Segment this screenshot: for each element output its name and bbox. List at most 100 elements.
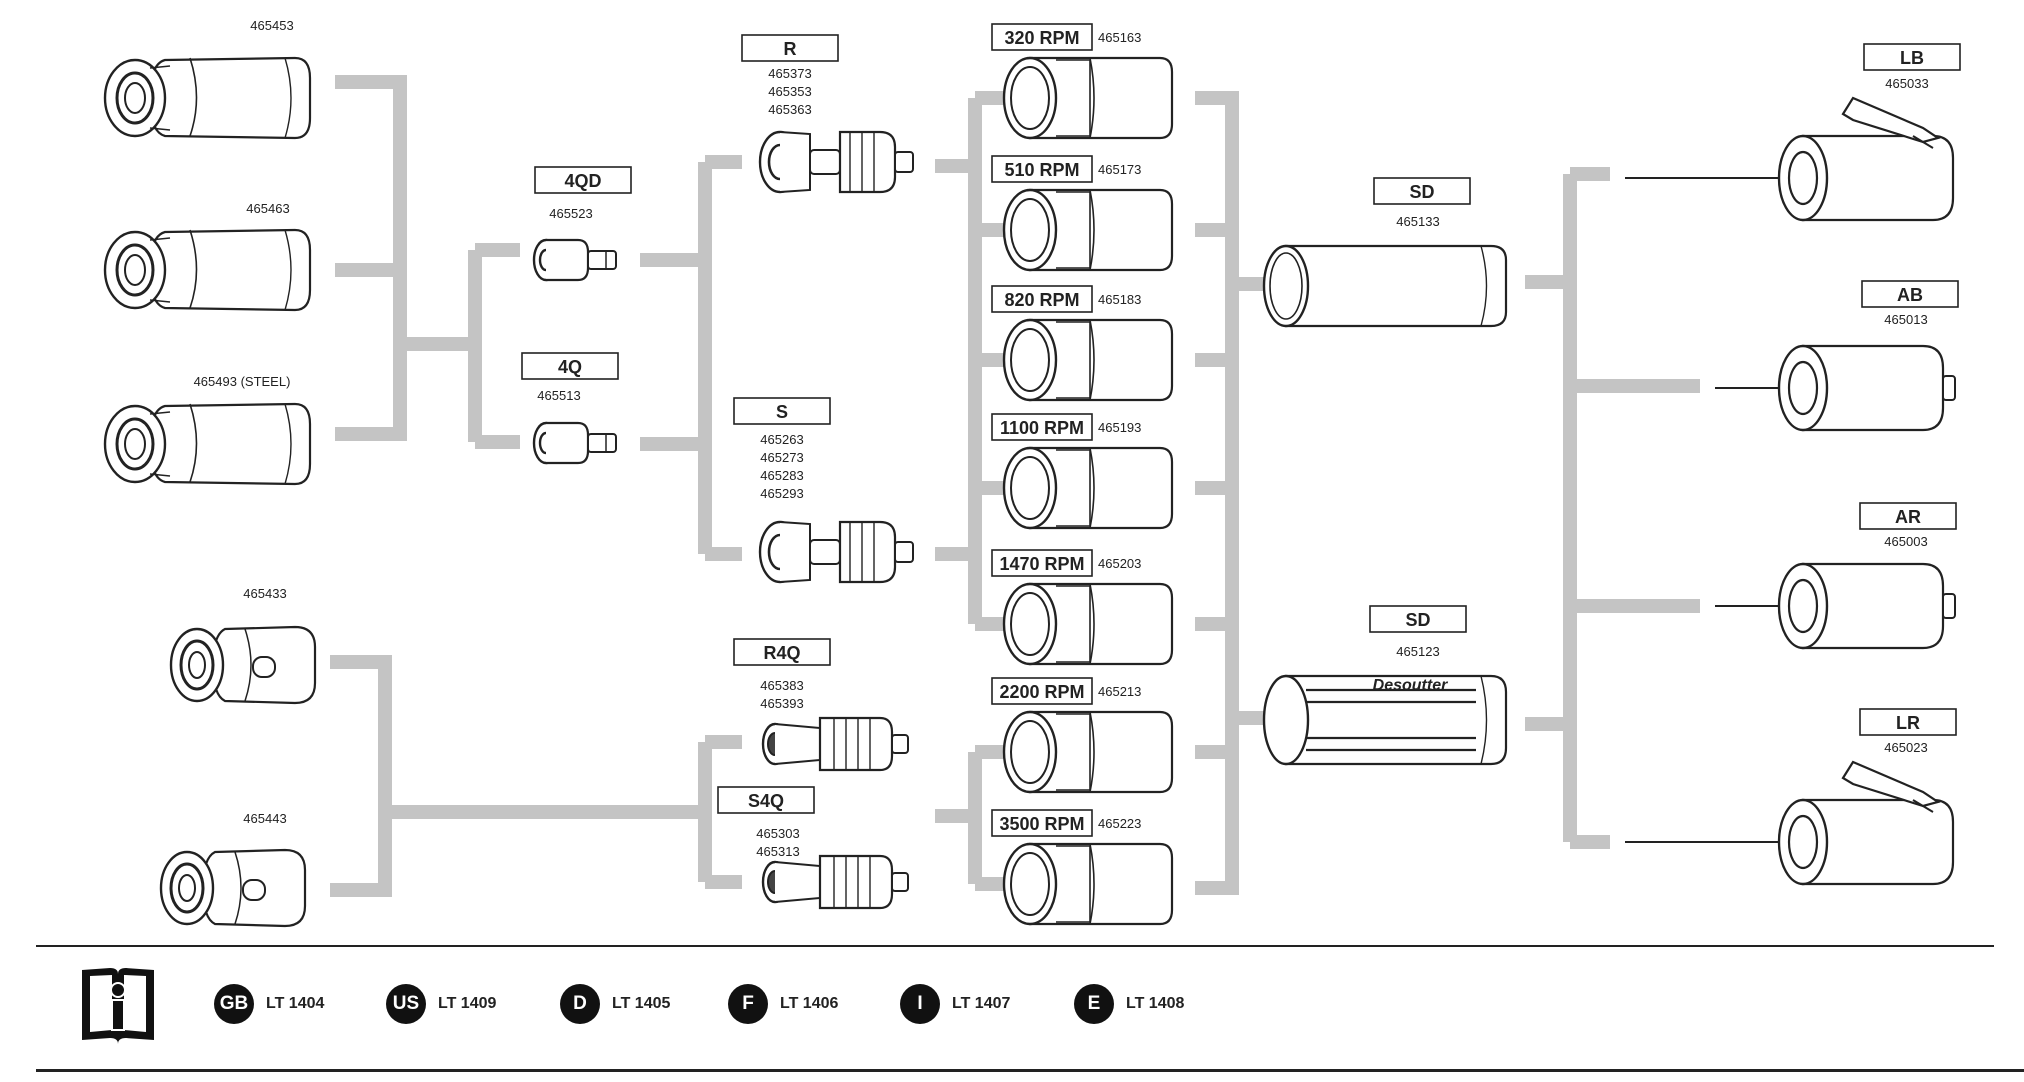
- nose-cap-465493: [103, 402, 312, 486]
- motor-label-box: [991, 809, 1093, 837]
- language-manual-gb: GB LT 1404: [214, 984, 324, 1024]
- clutch-s: [758, 520, 915, 584]
- motor-part-number: 465163: [1098, 30, 1141, 45]
- language-manual-i: I LT 1407: [900, 984, 1010, 1024]
- adapter-part-number: 465523: [549, 206, 592, 221]
- nose-cap-part-number: 465463: [246, 201, 289, 216]
- motor-speed-label: 1470 RPM: [999, 554, 1084, 574]
- manual-book-info-icon: [82, 968, 154, 1044]
- language-code-badge: F: [728, 984, 768, 1024]
- motor-speed-label: 820 RPM: [1004, 290, 1079, 310]
- manual-document-number: LT 1405: [612, 995, 671, 1012]
- top-divider-line: [36, 945, 1994, 947]
- clutch-label-box: [717, 786, 815, 814]
- language-manual-f: F LT 1406: [728, 984, 838, 1024]
- motor-465163: [1002, 56, 1174, 140]
- motor-part-number: 465193: [1098, 420, 1141, 435]
- motor-label-box: [991, 413, 1093, 441]
- handle-label: AB: [1897, 285, 1923, 305]
- clutch-part-number: 465303: [756, 826, 799, 841]
- clutch-label: S: [776, 402, 788, 422]
- adapter-label-box: [521, 352, 619, 380]
- clutch-label-box: [741, 34, 839, 62]
- adapter-4qd: [532, 238, 618, 282]
- clutch-part-number: 465283: [760, 468, 803, 483]
- housing-part-number: 465123: [1396, 644, 1439, 659]
- handle-part-number: 465033: [1885, 76, 1928, 91]
- clutch-part-number: 465393: [760, 696, 803, 711]
- clutch-s4q: [761, 854, 910, 910]
- handle-lr: [1777, 760, 1955, 886]
- motor-465213: [1002, 710, 1174, 794]
- motor-465193: [1002, 446, 1174, 530]
- manual-document-number: LT 1404: [266, 995, 325, 1012]
- handle-label: AR: [1895, 507, 1921, 527]
- nose-cap-part-number: 465493 (STEEL): [194, 374, 291, 389]
- nose-cap-part-number: 465443: [243, 811, 286, 826]
- handle-lb: [1777, 96, 1955, 222]
- part-labels: 465453 465463 465493 (STEEL) 465433 465443 4Q…: [194, 18, 1961, 859]
- motor-label-box: [991, 285, 1093, 313]
- motor-465223: [1002, 842, 1174, 926]
- language-code-badge: I: [900, 984, 940, 1024]
- clutch-part-number: 465363: [768, 102, 811, 117]
- motor-465183: [1002, 318, 1174, 402]
- motor-part-number: 465203: [1098, 556, 1141, 571]
- language-manual-d: D LT 1405: [560, 984, 670, 1024]
- language-code-badge: D: [560, 984, 600, 1024]
- clutch-label: R: [784, 39, 797, 59]
- adapter-label: 4QD: [564, 171, 601, 191]
- clutch-part-number: 465313: [756, 844, 799, 859]
- nose-cap-465443: [159, 848, 307, 928]
- handle-label: LR: [1896, 713, 1920, 733]
- motor-label-box: [991, 549, 1093, 577]
- clutch-part-number: 465263: [760, 432, 803, 447]
- motor-part-number: 465183: [1098, 292, 1141, 307]
- motor-label-box: [991, 23, 1093, 51]
- adapter-label-box: [534, 166, 632, 194]
- motor-part-number: 465173: [1098, 162, 1141, 177]
- clutch-part-number: 465273: [760, 450, 803, 465]
- motor-label-box: [991, 677, 1093, 705]
- housing-label-box: [1373, 177, 1471, 205]
- manual-document-number: LT 1406: [780, 995, 839, 1012]
- handle-label-box: [1861, 280, 1959, 308]
- bottom-divider-line: [36, 1069, 2024, 1072]
- housing-label: SD: [1405, 610, 1430, 630]
- housing-label-box: [1369, 605, 1467, 633]
- language-code-badge: GB: [214, 984, 254, 1024]
- housing-brand-mark: Desoutter: [1373, 677, 1448, 694]
- adapter-part-number: 465513: [537, 388, 580, 403]
- clutch-part-number: 465383: [760, 678, 803, 693]
- clutch-part-number: 465353: [768, 84, 811, 99]
- handle-label-box: [1863, 43, 1961, 71]
- nose-cap-465433: [169, 625, 317, 705]
- clutch-part-number: 465293: [760, 486, 803, 501]
- manual-document-number: LT 1407: [952, 995, 1011, 1012]
- handle-label: LB: [1900, 48, 1924, 68]
- clutch-label-box: [733, 638, 831, 666]
- clutch-label-box: [733, 397, 831, 425]
- adapter-4q: [532, 421, 618, 465]
- motor-speed-label: 1100 RPM: [1000, 418, 1084, 438]
- motor-part-number: 465223: [1098, 816, 1141, 831]
- nose-cap-465453: [103, 56, 312, 140]
- handle-ar: [1777, 562, 1957, 650]
- motor-465203: [1002, 582, 1174, 666]
- assembly-diagram: 465453 465463 465493 (STEEL) 465433 465443 4Q…: [103, 18, 1961, 928]
- motor-speed-label: 2200 RPM: [999, 682, 1084, 702]
- motor-label-box: [991, 155, 1093, 183]
- handle-label-box: [1859, 502, 1957, 530]
- housing-label: SD: [1409, 182, 1434, 202]
- adapter-label: 4Q: [558, 357, 582, 377]
- handle-part-number: 465003: [1884, 534, 1927, 549]
- nose-cap-part-number: 465453: [250, 18, 293, 33]
- nose-cap-465463: [103, 228, 312, 312]
- handle-label-box: [1859, 708, 1957, 736]
- housing-part-number: 465133: [1396, 214, 1439, 229]
- nose-cap-part-number: 465433: [243, 586, 286, 601]
- motor-speed-label: 510 RPM: [1004, 160, 1079, 180]
